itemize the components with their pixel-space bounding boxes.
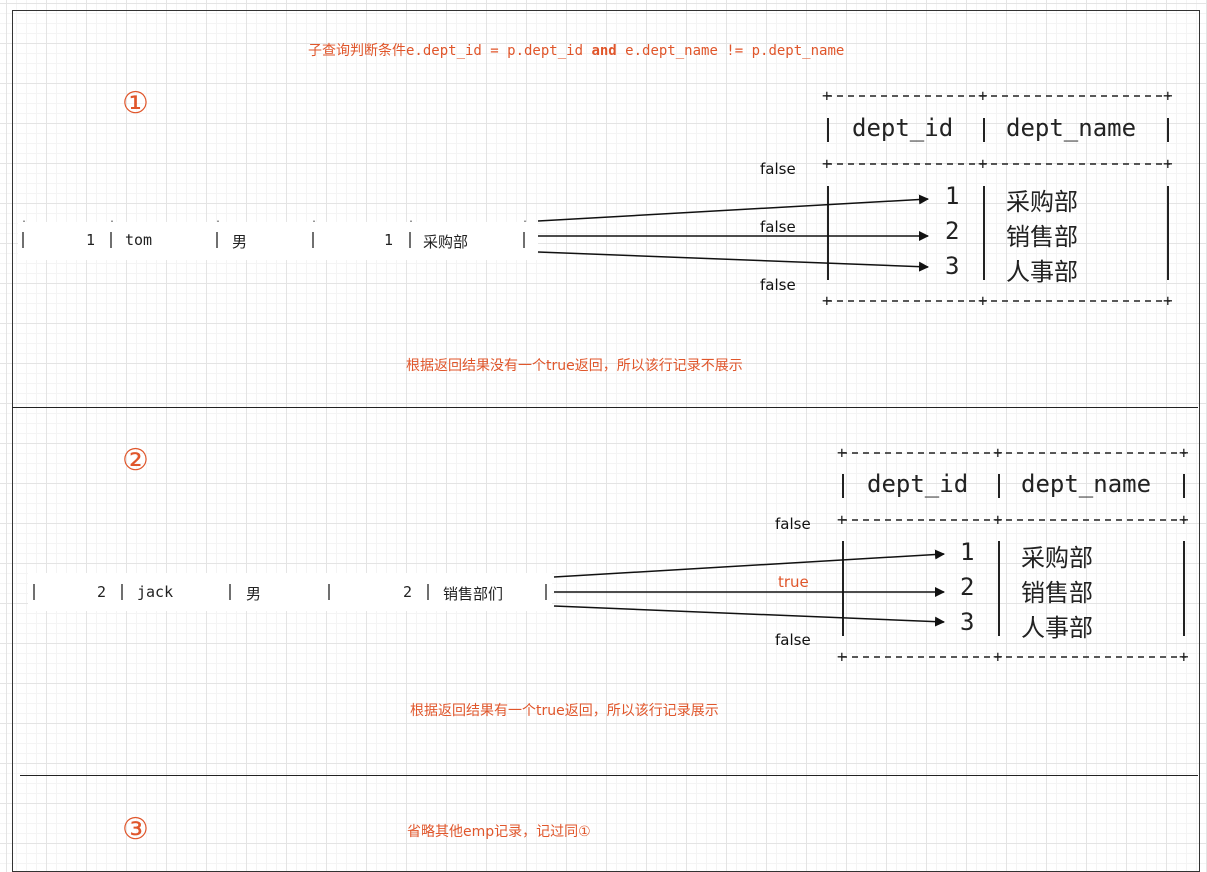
svg-text:+: +: [822, 291, 832, 310]
section-number-1: ①: [122, 86, 149, 121]
emp-2-id: 2: [97, 583, 107, 601]
emp-1-gender: 男: [232, 233, 248, 251]
subquery-condition-title: 子查询判断条件e.dept_id = p.dept_id and e.dept_…: [308, 43, 845, 59]
dept-2-row2-id: 2: [960, 573, 975, 601]
dept-1-row3-name: 人事部: [1006, 258, 1078, 286]
svg-text:+: +: [822, 86, 832, 105]
dept-1-row2-id: 2: [945, 217, 960, 245]
svg-text:+: +: [1179, 443, 1189, 462]
emp-2-dept-name: 销售部们: [443, 585, 504, 603]
dept-1-row2-name: 销售部: [1006, 223, 1078, 251]
result-label-2-2: true: [778, 573, 809, 591]
result-label-2-1: false: [775, 515, 811, 533]
section-number-3: ③: [122, 812, 149, 847]
svg-text:+: +: [993, 510, 1003, 529]
emp-row-bg-2: [28, 573, 552, 611]
svg-text:.: .: [311, 214, 317, 225]
svg-text:+: +: [837, 443, 847, 462]
dept-2-row3-id: 3: [960, 608, 975, 636]
result-label-1-2: false: [760, 218, 796, 236]
result-label-1-1: false: [760, 160, 796, 178]
dept-2-row3-name: 人事部: [1021, 614, 1093, 642]
svg-text:.: .: [109, 214, 115, 225]
dept-1-row3-id: 3: [945, 252, 960, 280]
dept-2-header-name: dept_name: [1021, 470, 1152, 498]
emp-1-id: 1: [86, 231, 96, 249]
svg-text:.: .: [21, 214, 27, 225]
dept-1-row1-name: 采购部: [1006, 188, 1078, 216]
emp-2-dept-id: 2: [403, 583, 413, 601]
dept-1-header-name: dept_name: [1006, 114, 1137, 142]
emp-1-dept-name: 采购部: [423, 233, 469, 251]
svg-text:+: +: [993, 647, 1003, 666]
svg-text:+: +: [837, 647, 847, 666]
section-number-2: ②: [122, 443, 149, 478]
dept-2-row1-name: 采购部: [1021, 544, 1093, 572]
dept-1-header-id: dept_id: [852, 114, 954, 142]
svg-text:.: .: [408, 214, 414, 225]
svg-text:+: +: [1179, 510, 1189, 529]
dept-2-header-id: dept_id: [867, 470, 969, 498]
section-1-note: 根据返回结果没有一个true返回，所以该行记录不展示: [406, 358, 743, 374]
result-label-1-3: false: [760, 276, 796, 294]
emp-2-name: jack: [137, 583, 174, 601]
section-divider-2: [20, 775, 1198, 776]
section-3-note: 省略其他emp记录，记过同①: [407, 824, 591, 840]
section-divider-1: [12, 407, 1198, 408]
svg-text:+: +: [1179, 647, 1189, 666]
emp-2-gender: 男: [246, 585, 262, 603]
result-label-2-3: false: [775, 631, 811, 649]
svg-text:+: +: [1163, 154, 1173, 173]
emp-1-name: tom: [125, 231, 153, 249]
svg-text:+: +: [978, 154, 988, 173]
svg-text:+: +: [1163, 291, 1173, 310]
svg-text:+: +: [993, 443, 1003, 462]
svg-text:+: +: [822, 154, 832, 173]
svg-text:.: .: [215, 214, 221, 225]
dept-2-row2-name: 销售部: [1021, 579, 1093, 607]
svg-text:+: +: [1163, 86, 1173, 105]
svg-text:.: .: [522, 214, 528, 225]
svg-text:+: +: [978, 86, 988, 105]
emp-row-bg-1: [18, 222, 538, 260]
svg-text:+: +: [837, 510, 847, 529]
svg-text:+: +: [978, 291, 988, 310]
dept-1-row1-id: 1: [945, 182, 960, 210]
emp-1-dept-id: 1: [384, 231, 394, 249]
section-2-note: 根据返回结果有一个true返回，所以该行记录展示: [410, 703, 719, 719]
dept-2-row1-id: 1: [960, 538, 975, 566]
